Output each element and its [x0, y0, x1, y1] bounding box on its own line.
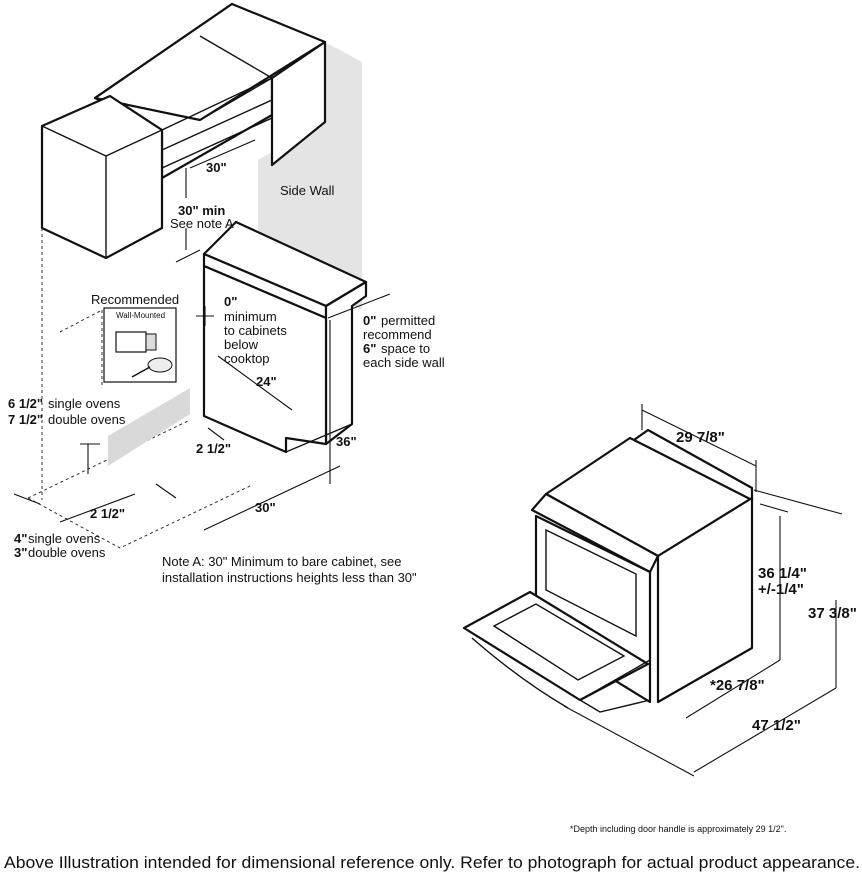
dim-range-width: 29 7/8"	[676, 429, 725, 446]
dim-cabinet-gap: 30"	[206, 160, 227, 175]
dim-clearance-min: 30" min	[178, 203, 225, 218]
wall-mounted-label: Wall-Mounted	[116, 311, 165, 320]
single-ovens-label-a: single ovens	[48, 396, 121, 411]
dim-double-75: 7 1/2"	[8, 412, 43, 427]
dim-range-height: 36 1/4"	[758, 565, 807, 582]
clearance-note: See note A	[170, 216, 234, 231]
range-drawing	[462, 404, 843, 777]
dim-single-4: 4"	[14, 531, 27, 546]
side-wall-label: Side Wall	[280, 183, 335, 198]
dim-zero-permitted: 0"	[363, 313, 376, 328]
permitted-label: permitted	[381, 313, 435, 328]
floor-shade	[108, 388, 190, 466]
dim-offset-front: 2 1/2"	[196, 441, 231, 456]
dim-offset-floor: 2 1/2"	[90, 506, 125, 521]
recommended-label: Recommended	[91, 292, 179, 307]
range-right-side	[656, 496, 754, 704]
storage-drawer	[578, 658, 651, 713]
note-a-line2: installation instructions heights less t…	[162, 570, 417, 585]
to-cabinets-label: to cabinets	[224, 323, 287, 338]
wall-mount-tool-icon	[147, 357, 173, 373]
double-ovens-label-b: double ovens	[28, 545, 106, 560]
dim-depth-24: 24"	[256, 374, 277, 389]
wall-mount-bracket	[115, 331, 147, 353]
below-label: below	[224, 337, 259, 352]
oven-cavity	[545, 528, 637, 638]
dim-range-height-total: 37 3/8"	[808, 605, 857, 622]
range-backguard	[632, 428, 754, 502]
dim-single-65: 6 1/2"	[8, 396, 43, 411]
dim-six-in: 6"	[363, 341, 376, 356]
dim-height-36: 36"	[336, 434, 357, 449]
dim-range-depth-door-open: 47 1/2"	[752, 717, 801, 734]
double-ovens-label-a: double ovens	[48, 412, 126, 427]
dim-range-height-tolerance: +/-1/4"	[758, 581, 804, 598]
cooktop-label: cooktop	[224, 351, 270, 366]
each-side-wall-label: each side wall	[363, 355, 445, 370]
depth-footnote: *Depth including door handle is approxim…	[570, 824, 786, 834]
note-a-line1: Note A: 30" Minimum to bare cabinet, see	[162, 554, 401, 569]
oven-door	[462, 590, 650, 702]
dim-double-3: 3"	[14, 545, 27, 560]
recommend-label: recommend	[363, 327, 432, 342]
minimum-label: minimum	[224, 309, 277, 324]
single-ovens-label-b: single ovens	[28, 531, 101, 546]
oven-door-window	[492, 603, 626, 681]
left-upper-cabinet	[40, 94, 164, 260]
space-to-label: space to	[381, 341, 430, 356]
disclaimer: Above Illustration intended for dimensio…	[4, 853, 860, 872]
installation-drawing	[13, 2, 391, 549]
dim-zero-min: 0"	[224, 294, 237, 309]
dim-range-depth: *26 7/8"	[710, 677, 765, 694]
upper-cabinet-right	[270, 40, 327, 167]
dim-width-30-floor: 30"	[255, 500, 276, 515]
